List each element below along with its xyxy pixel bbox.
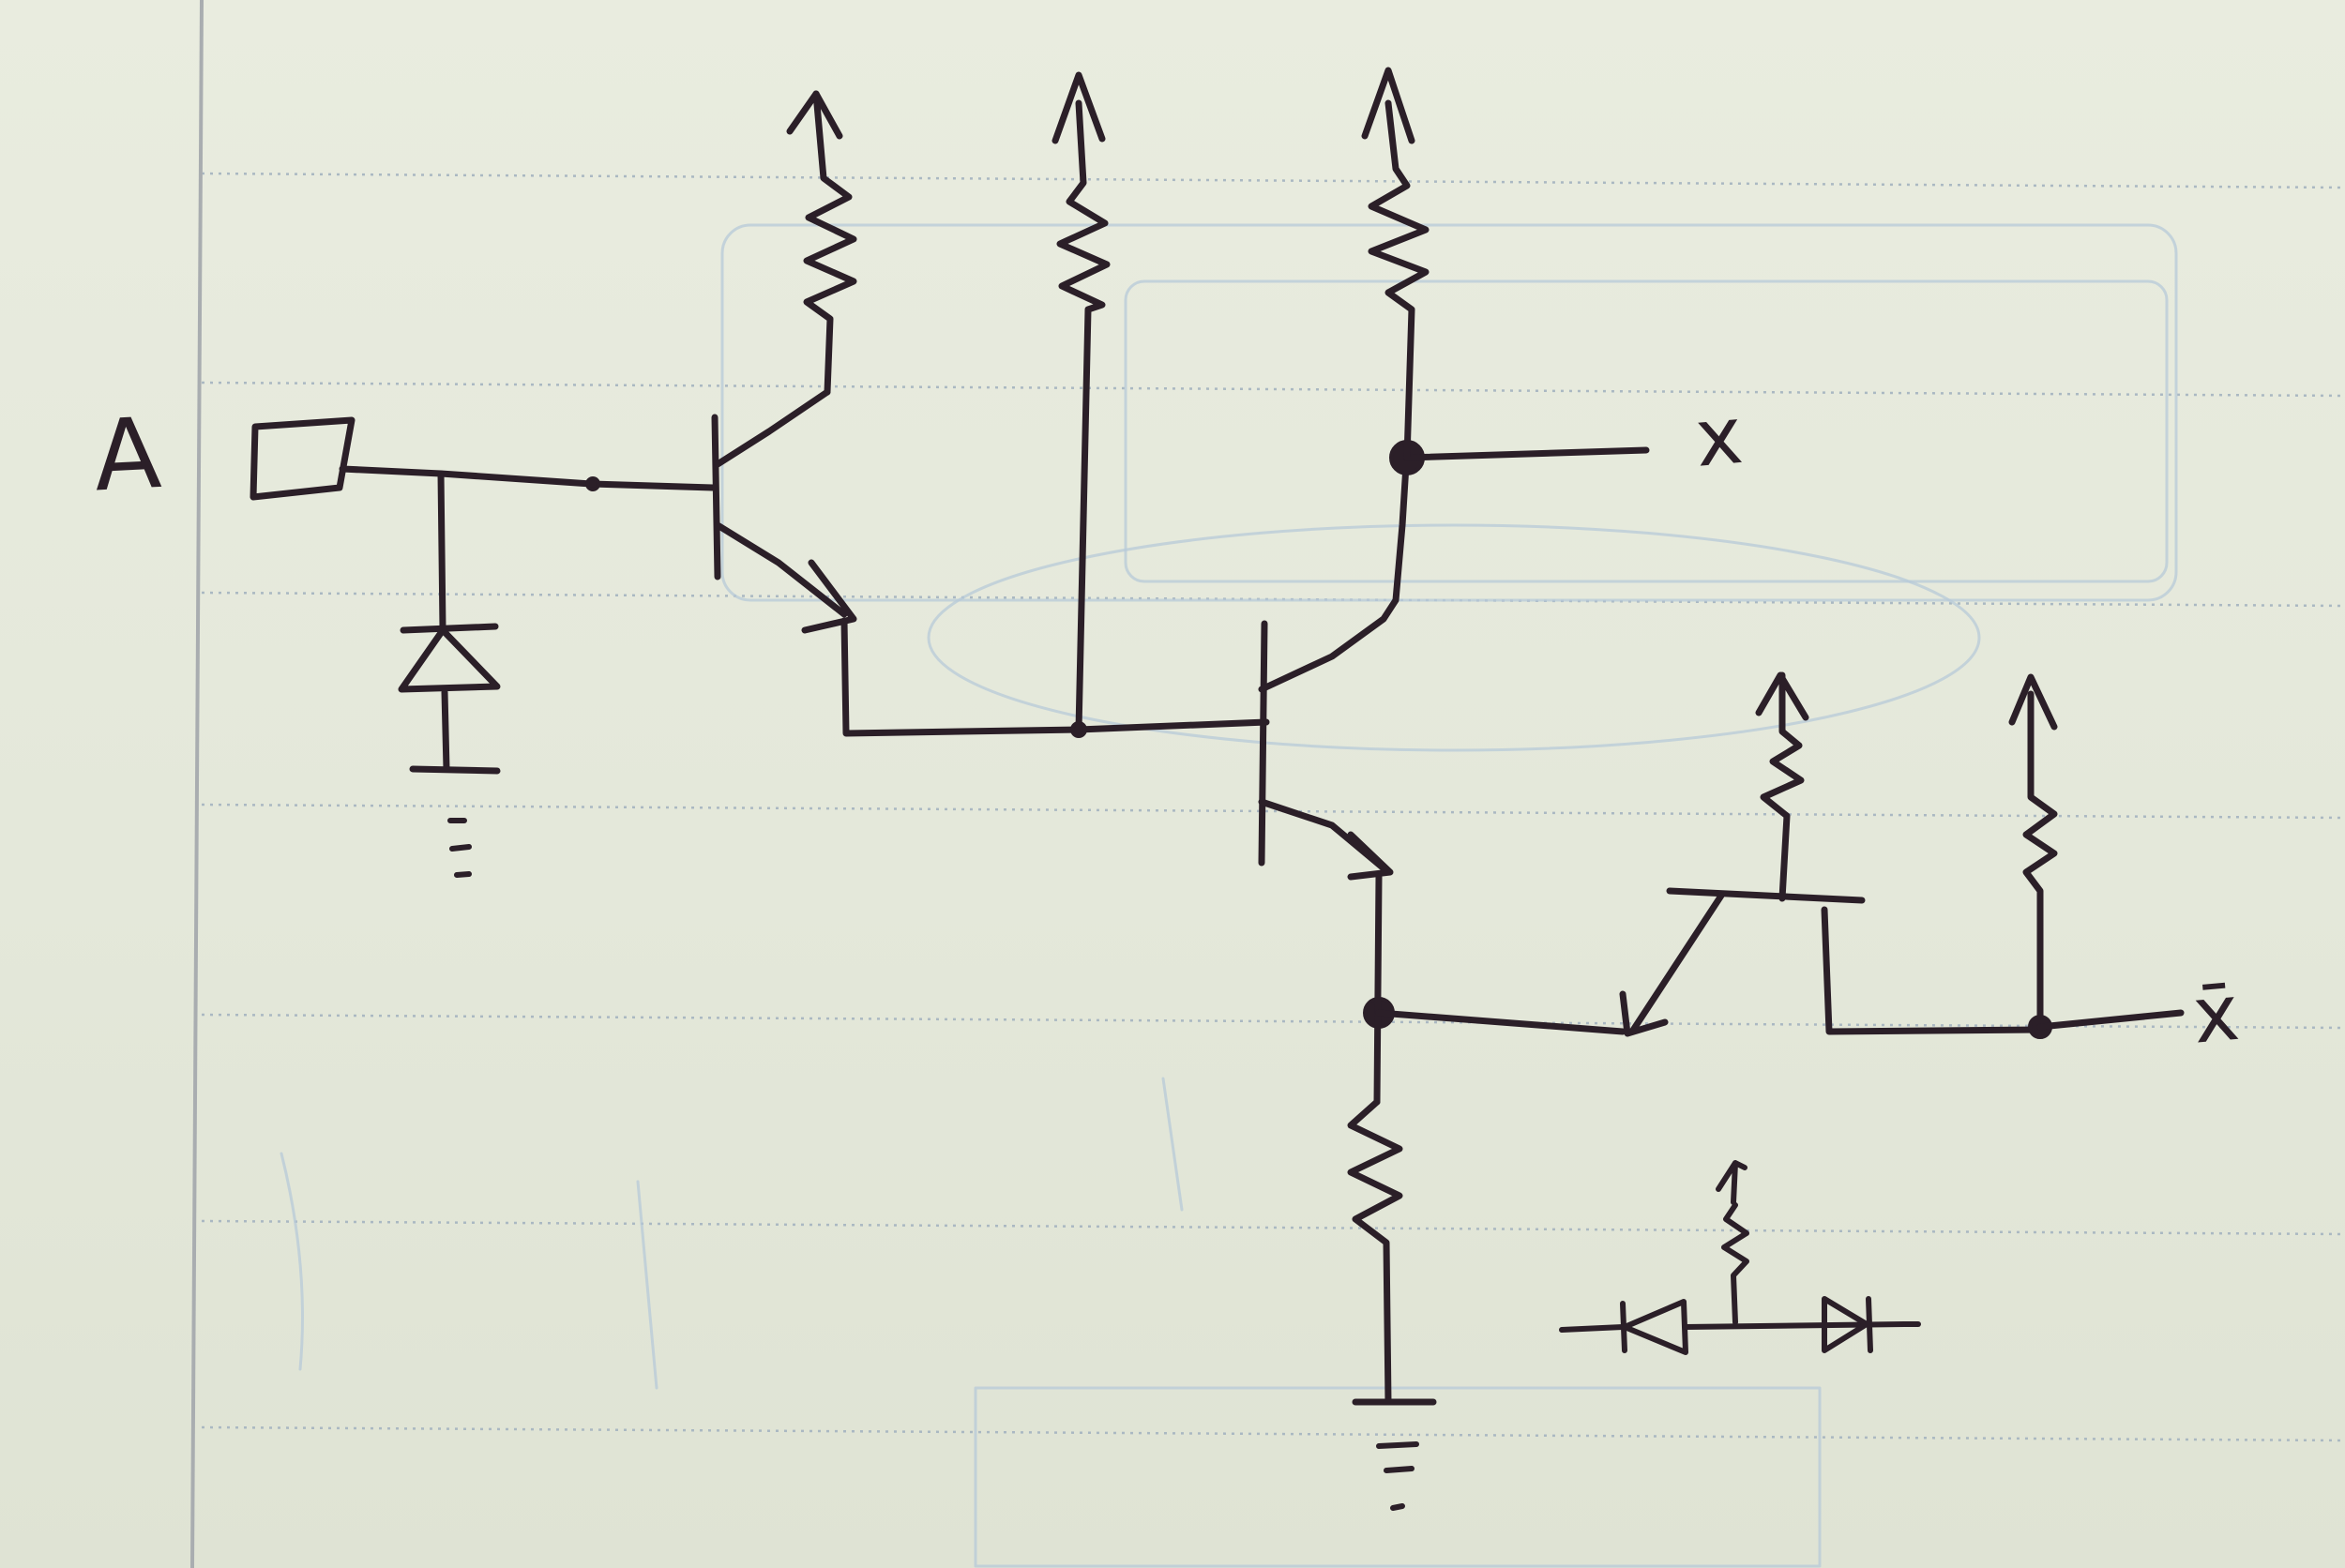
input-wire-junction bbox=[585, 476, 600, 491]
input-label-a: A bbox=[91, 396, 163, 514]
pull-up-resistor-r5 bbox=[2008, 673, 2058, 1028]
input-pad-symbol bbox=[250, 416, 356, 501]
pull-up-resistor-r1 bbox=[786, 90, 857, 396]
margin-line bbox=[190, 0, 204, 1568]
pull-up-resistor-r4 bbox=[1755, 671, 1809, 902]
output-xbar-label: x̄ bbox=[2189, 969, 2243, 1062]
q1-emitter-to-q2-base-wire bbox=[840, 617, 1270, 737]
output-x-wire bbox=[1403, 446, 1650, 461]
transistor-q3 bbox=[1619, 887, 2049, 1037]
bleed-through-sketch bbox=[280, 223, 2178, 1568]
pull-up-resistor-r3 bbox=[1361, 67, 1430, 461]
output-xbar-wire bbox=[2036, 1009, 2185, 1031]
inverter-input-wire bbox=[1375, 1009, 1626, 1035]
ruled-lines bbox=[201, 172, 2345, 1442]
q2-emitter-wire bbox=[1373, 873, 1383, 1106]
ground-symbol bbox=[1352, 1398, 1437, 1511]
pull-up-resistor-r2 bbox=[1051, 71, 1111, 733]
diode-pair-sketch bbox=[1559, 1160, 1921, 1355]
input-wire bbox=[339, 465, 717, 491]
output-x-label: x bbox=[1691, 389, 1746, 485]
transistor-q2 bbox=[1258, 446, 1411, 881]
protection-diode bbox=[398, 470, 501, 878]
transistor-q1 bbox=[711, 388, 857, 634]
emitter-resistor bbox=[1347, 1098, 1403, 1406]
